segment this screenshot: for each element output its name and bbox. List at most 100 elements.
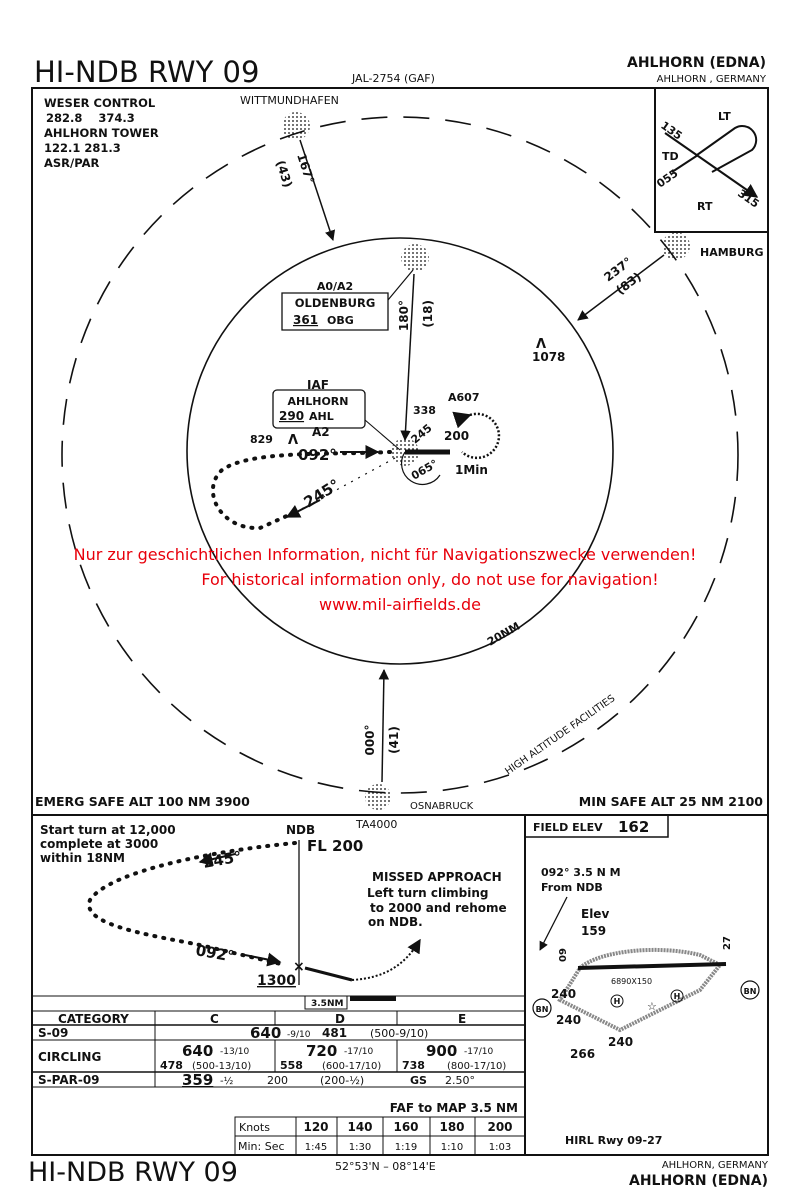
circ-e-value: 900 <box>426 1042 457 1060</box>
circ-d-hat: 558 <box>280 1059 303 1072</box>
footer-title: HI-NDB RWY 09 <box>28 1157 238 1187</box>
hdr-c: C <box>210 1012 219 1026</box>
time-120: 1:45 <box>305 1142 327 1153</box>
obstacle-338: 338 <box>413 404 436 417</box>
holding-inset: LT TD RT 135 055 315 <box>654 87 769 233</box>
inset-055: 055 <box>654 167 680 191</box>
obst-266: 266 <box>570 1047 595 1061</box>
spar-gs: GS <box>410 1074 427 1087</box>
obstacle-829: 829 <box>250 433 273 446</box>
iaf-label: IAF <box>307 378 329 392</box>
obst-240a: 240 <box>551 987 576 1001</box>
inset-315: 315 <box>735 187 761 211</box>
footer-coords: 52°53'N – 08°14'E <box>335 1160 436 1173</box>
inset-lt: LT <box>718 110 731 123</box>
knots-160: 160 <box>393 1120 418 1134</box>
iaf-name: AHLHORN <box>288 395 349 408</box>
iaf-ident: AHL <box>309 410 334 423</box>
beacon-icon <box>740 980 760 1000</box>
missed-title: MISSED APPROACH <box>372 870 502 884</box>
witt-course: 167° <box>294 152 317 186</box>
high-alt-label: HIGH ALTITUDE FACILITIES <box>503 693 617 777</box>
knots-140: 140 <box>347 1120 372 1134</box>
oldenburg-box: A0/A2 OLDENBURG 361 OBG <box>281 269 414 331</box>
oldenburg-type: A0/A2 <box>317 280 353 293</box>
profile-ta: TA4000 <box>355 818 397 831</box>
profile-scale: 3.5NM <box>311 999 343 1009</box>
obst-240b: 240 <box>556 1013 581 1027</box>
timing-knots-label: Knots <box>239 1121 270 1134</box>
beacon-east: BN <box>744 987 757 996</box>
disclaimer-de: Nur zur geschichtlichen Information, nic… <box>74 545 697 564</box>
spar-gs-value: 2.50° <box>445 1074 475 1087</box>
procedure-turn-track <box>210 450 392 531</box>
spar-mil: (200-½) <box>320 1074 364 1087</box>
iaf-alt: A2 <box>312 425 330 439</box>
hdr-e: E <box>458 1012 466 1026</box>
obstacle-1078: 1078 <box>532 350 565 364</box>
hold-1min: 1Min <box>455 463 488 477</box>
oldenburg-freq: 361 <box>293 313 318 327</box>
comm-tower: AHLHORN TOWER <box>44 126 159 140</box>
wittmundhafen-radial <box>299 139 336 241</box>
inset-td: TD <box>662 150 679 163</box>
field-elev: 162 <box>618 818 649 836</box>
knots-200: 200 <box>487 1120 512 1134</box>
footer-location: AHLHORN, GERMANY <box>662 1160 769 1171</box>
heliport-1: H <box>614 997 621 1006</box>
emerg-safe-alt: EMERG SAFE ALT 100 NM 3900 <box>35 794 250 809</box>
map-x-icon: × <box>293 959 305 975</box>
s09-vis: -9/10 <box>287 1030 311 1040</box>
circling-label: CIRCLING <box>38 1050 101 1064</box>
profile-descent-track <box>87 841 297 967</box>
elev-value: 159 <box>581 924 606 938</box>
knots-180: 180 <box>439 1120 464 1134</box>
timing-time-label: Min: Sec <box>238 1140 285 1153</box>
circ-c-value: 640 <box>182 1042 213 1060</box>
obstacle-icon: Λ <box>536 337 546 352</box>
circ-e-vis: -17/10 <box>464 1047 493 1057</box>
spar-value: 359 <box>182 1071 213 1089</box>
oldenburg-navaid-icon <box>401 244 429 272</box>
runway-dimensions: 6890X150 <box>611 977 652 986</box>
wittmundhafen-navaid-icon <box>282 112 310 140</box>
obst-240c: 240 <box>608 1035 633 1049</box>
minima-table: CATEGORY C D E S-09 640 -9/10 481 (500-9… <box>32 1010 525 1089</box>
heliport-icon <box>670 989 684 1003</box>
witt-dist: (43) <box>273 159 295 190</box>
comm-asr: ASR/PAR <box>44 156 100 170</box>
hold-arc <box>400 451 441 486</box>
s09-mil: (500-9/10) <box>370 1027 428 1040</box>
ring-20nm <box>186 237 614 665</box>
circ-d-mil: (600-17/10) <box>322 1061 381 1072</box>
iaf-freq: 290 <box>279 409 304 423</box>
s09-hat: 481 <box>322 1026 347 1040</box>
time-200: 1:03 <box>489 1142 511 1153</box>
circ-e-mil: (800-17/10) <box>447 1061 506 1072</box>
missed-3: on NDB. <box>368 915 423 929</box>
timing-title: FAF to MAP 3.5 NM <box>390 1101 518 1115</box>
old-course: 180° <box>397 300 411 331</box>
profile-ndb: NDB <box>286 823 315 837</box>
profile-note-2: complete at 3000 <box>40 837 158 851</box>
hdr-category: CATEGORY <box>58 1012 129 1026</box>
outer-dashed-ring <box>61 116 739 794</box>
circ-e-hat: 738 <box>402 1059 425 1072</box>
elev-label: Elev <box>581 907 609 921</box>
chart-id: JAL-2754 (GAF) <box>351 72 435 85</box>
beacon-icon <box>532 998 552 1018</box>
map-point-1: 092° 3.5 N M <box>541 866 621 879</box>
profile-note-3: within 18NM <box>40 851 125 865</box>
footer-airport: AHLHORN (EDNA) <box>629 1173 768 1187</box>
time-180: 1:10 <box>441 1142 463 1153</box>
a607: A607 <box>448 391 479 404</box>
inset-rt: RT <box>697 200 713 213</box>
timing-table: FAF to MAP 3.5 NM Knots Min: Sec 120 140… <box>234 1101 526 1156</box>
disclaimer-url[interactable]: www.mil-airfields.de <box>319 595 481 614</box>
knots-120: 120 <box>303 1120 328 1134</box>
comm-weser: WESER CONTROL <box>44 96 156 110</box>
profile-fl: FL 200 <box>307 837 363 855</box>
beacon-west: BN <box>536 1005 549 1014</box>
osnabruck-label: OSNABRUCK <box>410 801 474 812</box>
comm-tower-freq: 122.1 281.3 <box>44 141 121 155</box>
